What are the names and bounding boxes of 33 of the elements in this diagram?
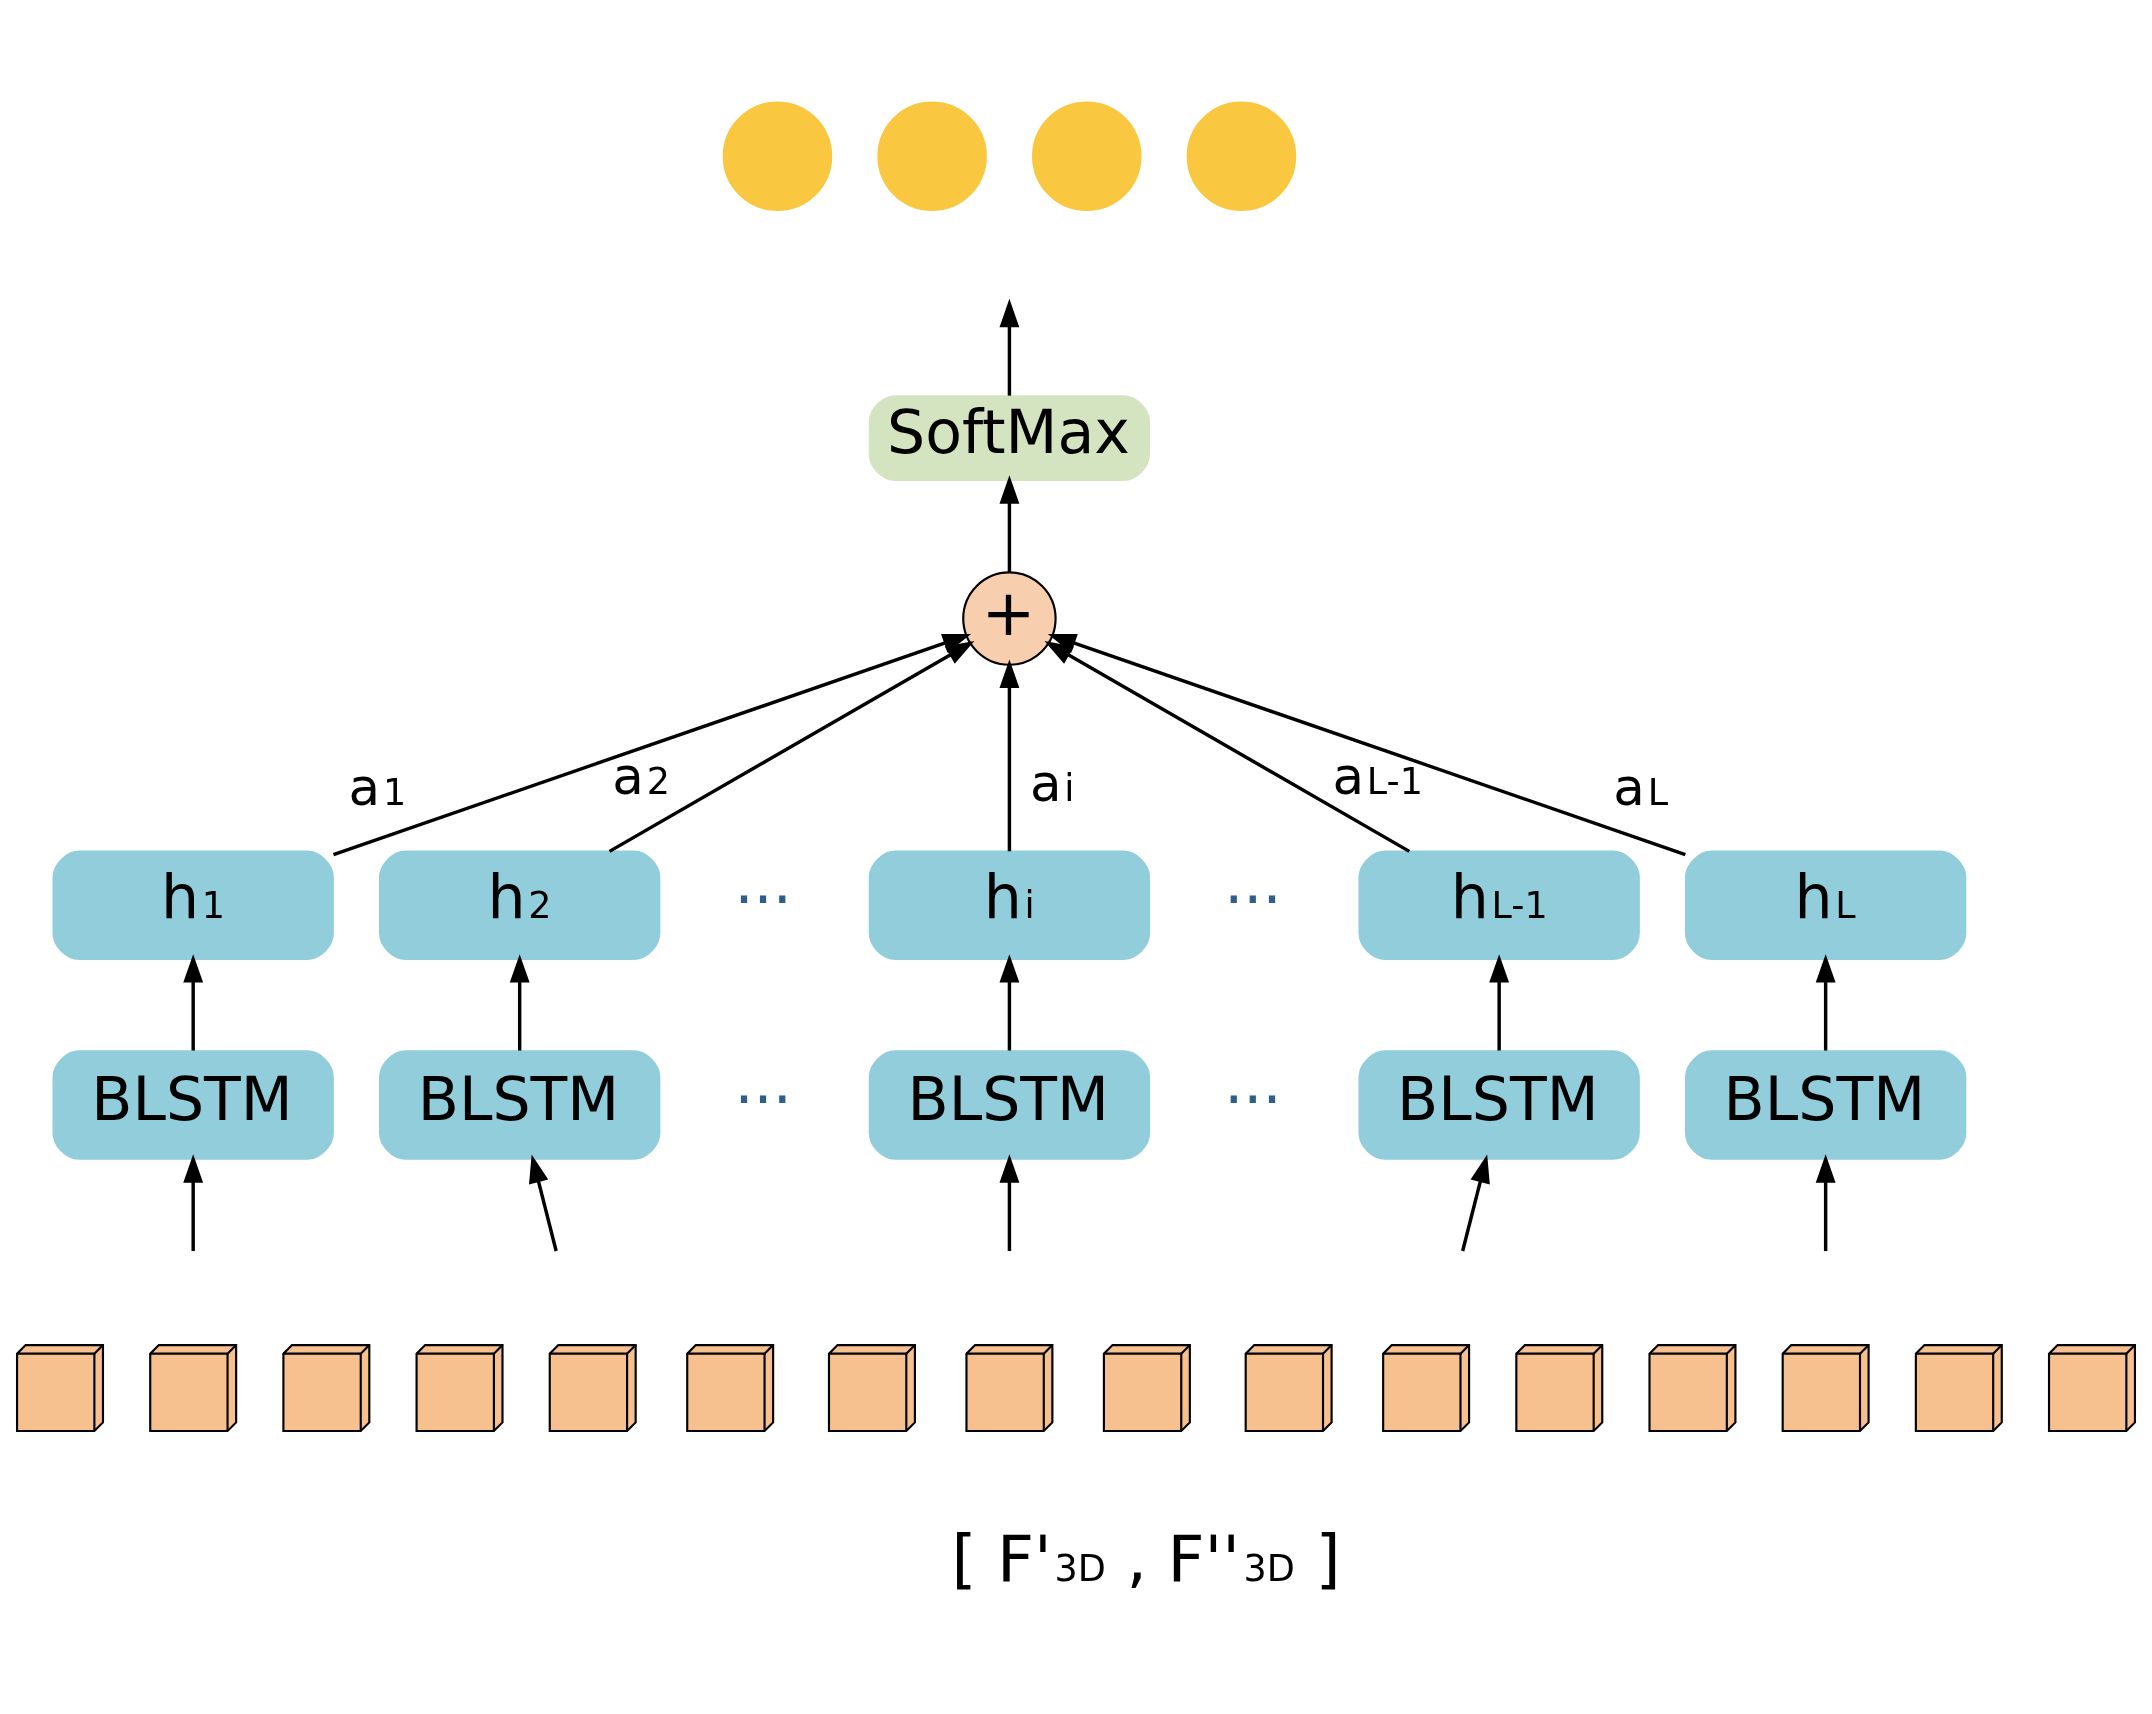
arrow: [999, 298, 1020, 396]
node-box: BLSTM: [52, 1050, 334, 1160]
arrow: [608, 640, 975, 853]
arrow: [529, 1154, 558, 1252]
node-circle: +: [962, 571, 1057, 666]
label: ···: [734, 864, 792, 935]
arrow: [183, 1154, 204, 1252]
edge-label: a2: [612, 746, 670, 807]
label: ···: [734, 1063, 792, 1134]
node-box: BLSTM: [379, 1050, 661, 1160]
arrow: [509, 954, 530, 1051]
arrow: [999, 1154, 1020, 1252]
arrow: [999, 954, 1020, 1051]
label: ···: [1224, 864, 1282, 935]
node-box: BLSTM: [1358, 1050, 1640, 1160]
label: [ F'3D , F''3D ]: [951, 1521, 1341, 1597]
arrow: [999, 659, 1020, 852]
arrow: [1815, 954, 1836, 1051]
node-circle: [1186, 101, 1297, 212]
node-box: BLSTM: [868, 1050, 1151, 1160]
node-circle: [877, 101, 987, 212]
arrow: [1047, 633, 1686, 857]
node-box: SoftMax: [868, 395, 1151, 482]
arrow: [1815, 1154, 1836, 1252]
node-circle: [1031, 101, 1142, 212]
node-circle: [722, 101, 833, 212]
arrow: [999, 475, 1020, 572]
label: ···: [1224, 1063, 1282, 1134]
arrow: [183, 954, 204, 1051]
node-box: BLSTM: [1684, 1050, 1967, 1160]
arrow: [1489, 954, 1510, 1051]
arrow: [1461, 1154, 1490, 1252]
arrow: [1044, 640, 1411, 853]
